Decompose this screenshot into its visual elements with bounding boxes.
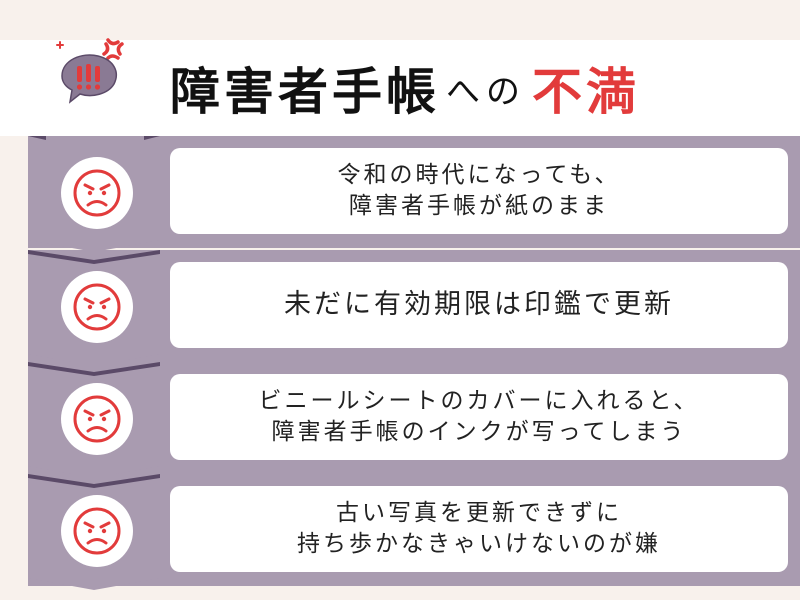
complaint-line: 古い写真を更新できずに: [336, 499, 622, 526]
angry-face-icon: [61, 383, 133, 455]
list-item: 令和の時代になっても、 障害者手帳が紙のまま: [28, 136, 800, 252]
angry-face-icon: [61, 495, 133, 567]
complaint-list: 令和の時代になっても、 障害者手帳が紙のまま 未だに有効期限は印鑑で更新: [0, 136, 800, 600]
complaint-text: 未だに有効期限は印鑑で更新: [170, 262, 788, 348]
title-sub: への: [446, 71, 526, 112]
complaint-line: 障害者手帳が紙のまま: [349, 193, 609, 219]
angry-face-icon: [61, 271, 133, 343]
list-item: 古い写真を更新できずに 持ち歩かなきゃいけないのが嫌: [28, 474, 800, 590]
header: [0, 40, 800, 136]
title-main: 障害者手帳: [170, 63, 440, 121]
top-band: [0, 0, 800, 40]
complaint-text: 令和の時代になっても、 障害者手帳が紙のまま: [170, 148, 788, 234]
complaint-line: 未だに有効期限は印鑑で更新: [284, 288, 674, 320]
complaint-text: 古い写真を更新できずに 持ち歩かなきゃいけないのが嫌: [170, 486, 788, 572]
angry-speech-bubble-icon: [56, 38, 124, 104]
complaint-line: ビニールシートのカバーに入れると、: [258, 387, 700, 414]
angry-face-icon: [61, 157, 133, 229]
complaint-text: ビニールシートのカバーに入れると、 障害者手帳のインクが写ってしまう: [170, 374, 788, 460]
complaint-line: 障害者手帳のインクが写ってしまう: [271, 419, 687, 445]
complaint-line: 持ち歩かなきゃいけないのが嫌: [297, 531, 661, 557]
list-item: ビニールシートのカバーに入れると、 障害者手帳のインクが写ってしまう: [28, 362, 800, 478]
title-accent: 不満: [532, 63, 640, 121]
list-item: 未だに有効期限は印鑑で更新: [28, 250, 800, 366]
page-title: 障害者手帳 への 不満: [170, 40, 770, 136]
complaint-line: 令和の時代になっても、: [337, 161, 621, 188]
